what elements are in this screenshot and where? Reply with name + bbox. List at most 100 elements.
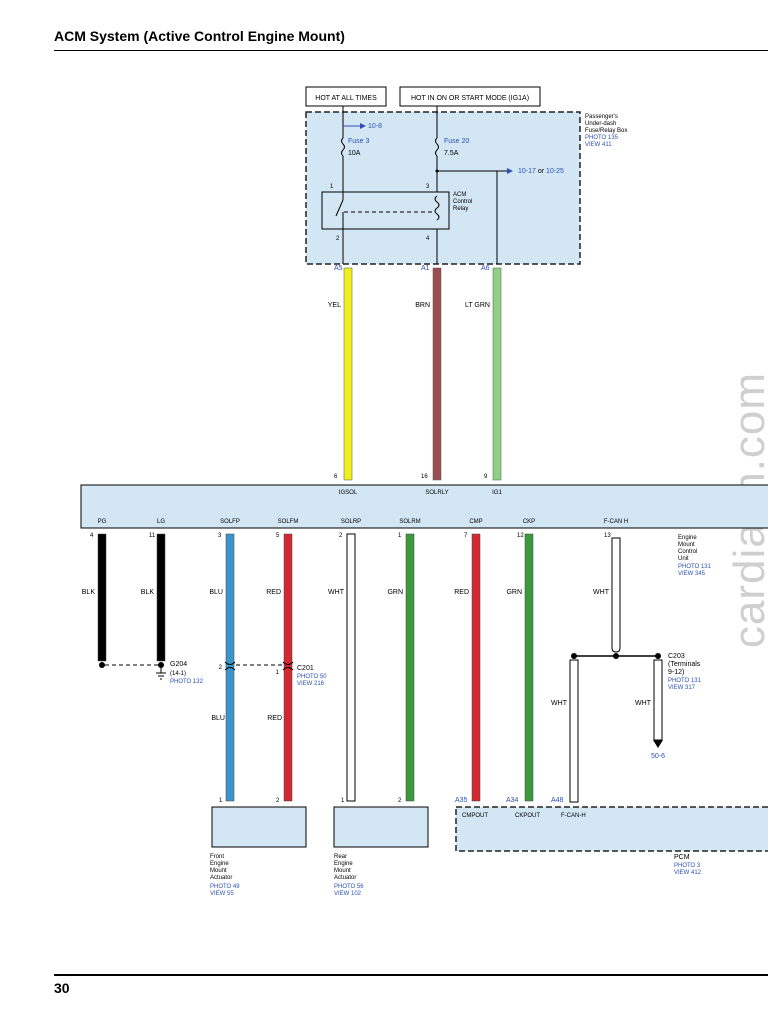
ecu-pin-ckp: 12 [517, 533, 524, 539]
conn-a6: A6 [481, 265, 490, 272]
ecu-photo: PHOTO 131 [678, 564, 712, 570]
ref-50-6: 50-6 [651, 753, 665, 760]
fuse20-rating: 7.5A [444, 150, 459, 157]
front-engine-mount-actuator [211, 806, 307, 848]
relay-pin-2: 2 [336, 236, 340, 242]
wire-color-brn: BRN [415, 302, 430, 309]
ecu-pin-solfm: 5 [276, 533, 280, 539]
c203-view: VIEW 317 [668, 685, 696, 691]
fuse-box-view: VIEW 411 [585, 142, 612, 148]
c201-pin-2: 2 [219, 665, 223, 671]
wire-color-pg: BLK [82, 589, 96, 596]
c201-lower-blu: BLU [211, 715, 225, 722]
wire-lg [156, 533, 166, 662]
ecu-pin-lg: 11 [149, 533, 156, 539]
ecu-term-pg: PG [98, 519, 107, 525]
wire-yel [343, 267, 353, 481]
ecu-term-solfm: SOLFM [278, 519, 299, 525]
pcm-label: PCM [674, 854, 690, 861]
wire-color-ckp: GRN [506, 589, 522, 596]
c201-pin-1: 1 [276, 670, 280, 676]
rear-photo: PHOTO 56 [334, 884, 364, 890]
wire-wht-pcm [569, 659, 579, 803]
c203-dot-right [655, 653, 661, 659]
relay-label-2: Control [453, 199, 472, 205]
wire-brn [432, 267, 442, 481]
pin-16: 16 [421, 474, 428, 480]
relay-switch [335, 199, 344, 217]
fuse-box-label-2: Under-dash [585, 121, 616, 127]
wire-color-solrm: GRN [387, 589, 403, 596]
ecu-term-solrm: SOLRM [399, 519, 420, 525]
c201-lower-red: RED [267, 715, 282, 722]
c203-line-3: 9-12) [668, 669, 684, 676]
footer-rule [54, 974, 768, 976]
fuse20-name: Fuse 20 [444, 138, 469, 145]
ground-splice-1 [99, 662, 105, 668]
fuse20-symbol [435, 137, 439, 157]
ground-splice-2 [158, 662, 164, 668]
ref-10-17: 10-17 or 10-25 [518, 168, 564, 175]
c201-mark-2 [282, 661, 294, 665]
ecu-view: VIEW 345 [678, 571, 706, 577]
pcm-term-ckpout: CKPOUT [515, 813, 540, 819]
relay-pin-1: 1 [330, 184, 334, 190]
c203-line-2: (Terminals [668, 661, 701, 668]
hot-at-all-times-box [305, 86, 387, 107]
rear-pin-1: 1 [341, 798, 345, 804]
rear-label-1: Rear [334, 854, 347, 860]
rear-view: VIEW 102 [334, 891, 362, 897]
c203-line-1: C203 [668, 653, 685, 660]
wire-color-solfm: RED [266, 589, 281, 596]
engine-mount-control-unit [80, 484, 768, 529]
ecu-pin-solrp: 2 [339, 533, 343, 539]
rear-label-4: Actuator [334, 875, 356, 881]
wire-color-solfp: BLU [209, 589, 223, 596]
pcm-photo: PHOTO 3 [674, 863, 701, 869]
fuse-box-photo: PHOTO 135 [585, 135, 619, 141]
c201-mark-lower-1 [224, 667, 236, 671]
ecu-label-1: Engine [678, 535, 697, 541]
ground-sub: (14-1) [170, 671, 186, 677]
wire-color-ltgrn: LT GRN [465, 302, 490, 309]
hot-in-on-label: HOT IN ON OR START MODE (IG1A) [411, 95, 529, 102]
wire-color-fcanh: WHT [593, 589, 610, 596]
conn-a1: A1 [421, 265, 430, 272]
rear-label-2: Engine [334, 861, 353, 867]
wire-ckp [524, 533, 534, 802]
c203-dot-left [571, 653, 577, 659]
wire-fcan-trunk [611, 537, 621, 653]
c201-photo: PHOTO 50 [297, 674, 327, 680]
term-solrly: SOLRLY [425, 490, 448, 496]
c203-right-color: WHT [635, 700, 652, 707]
wire-color-yel: YEL [328, 302, 341, 309]
ecu-label-2: Mount [678, 542, 695, 548]
ecu-pin-solrm: 1 [398, 533, 402, 539]
c203-photo: PHOTO 131 [668, 678, 702, 684]
wire-solrm [405, 533, 415, 802]
ecu-pin-fcanh: 13 [604, 533, 611, 539]
front-pin-2: 2 [276, 798, 280, 804]
wire-ltgrn [492, 267, 502, 481]
fuse3-name: Fuse 3 [348, 138, 370, 145]
ecu-label-4: Unit [678, 556, 689, 562]
pcm-conn-a48: A48 [551, 797, 564, 804]
rear-label-3: Mount [334, 868, 351, 874]
fuse3-rating: 10A [348, 150, 361, 157]
fuse-relay-box [305, 111, 581, 265]
ref-10-8: 10-8 [368, 123, 382, 130]
wire-cmp [471, 533, 481, 802]
c201-mark-1 [224, 661, 236, 665]
wire-wht-50-6 [653, 659, 663, 741]
pin-6: 6 [334, 474, 338, 480]
page-title: ACM System (Active Control Engine Mount) [54, 28, 345, 44]
wire-pg [97, 533, 107, 662]
rear-pin-2: 2 [398, 798, 402, 804]
ecu-term-ckp: CKP [523, 519, 535, 525]
pcm-view: VIEW 412 [674, 870, 702, 876]
pcm-conn-a34: A34 [506, 797, 519, 804]
wire-solrp [346, 533, 356, 802]
wire-color-solrp: WHT [328, 589, 345, 596]
front-label-3: Mount [210, 868, 227, 874]
